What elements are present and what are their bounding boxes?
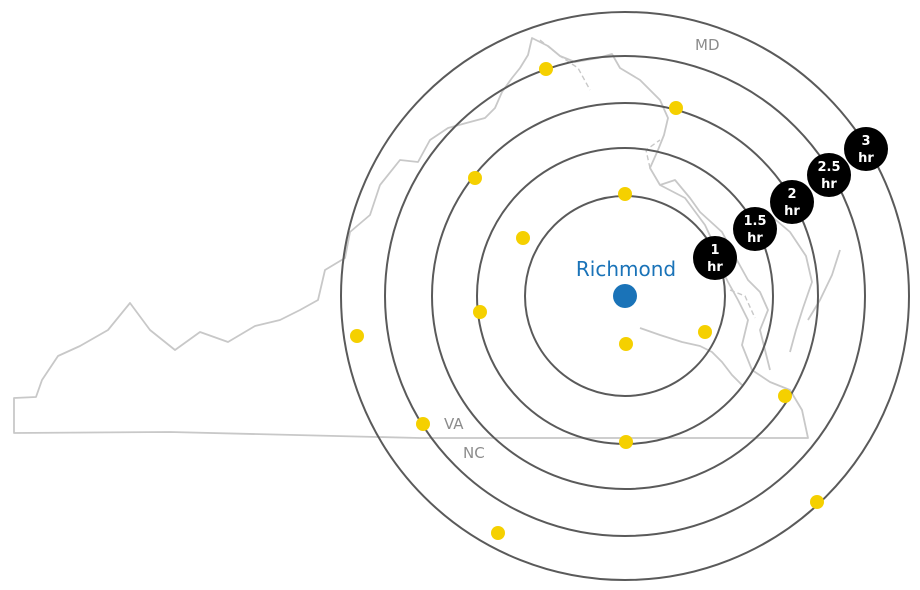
- badge-circle: [733, 207, 777, 251]
- badge-circle: [844, 127, 888, 171]
- location-point[interactable]: [778, 389, 792, 403]
- badge-label-line1: 2: [787, 187, 796, 202]
- drive-time-rings: [340, 11, 910, 581]
- location-points: [350, 62, 824, 540]
- location-point[interactable]: [416, 417, 430, 431]
- center-marker: Richmond: [576, 257, 676, 308]
- richmond-label: Richmond: [576, 257, 676, 281]
- virginia-outline: [13, 37, 809, 439]
- peninsula-line: [769, 214, 813, 353]
- badge-label-line2: hr: [858, 151, 874, 166]
- location-point[interactable]: [810, 495, 824, 509]
- location-point[interactable]: [669, 101, 683, 115]
- badge-2-5hr: 2.5 hr: [807, 153, 851, 197]
- badge-label-line2: hr: [747, 231, 763, 246]
- ring-2-5hr: [384, 55, 866, 537]
- badge-1hr: 1 hr: [693, 236, 737, 280]
- state-labels: MD VA NC: [444, 36, 720, 462]
- richmond-point[interactable]: [613, 284, 637, 308]
- badge-label-line1: 2.5: [817, 160, 840, 175]
- state-label-nc: NC: [463, 444, 485, 462]
- eastern-shore-line: [807, 249, 841, 321]
- location-point[interactable]: [468, 171, 482, 185]
- badge-label-line1: 3: [861, 134, 870, 149]
- badge-label-line1: 1.5: [743, 214, 766, 229]
- badge-label-line2: hr: [821, 177, 837, 192]
- location-point[interactable]: [516, 231, 530, 245]
- location-point[interactable]: [619, 435, 633, 449]
- state-label-va: VA: [444, 415, 464, 433]
- state-label-md: MD: [695, 36, 720, 54]
- ring-3hr: [340, 11, 910, 581]
- badge-circle: [770, 180, 814, 224]
- location-point[interactable]: [539, 62, 553, 76]
- coastal-line-inner: [639, 327, 743, 386]
- badge-1-5hr: 1.5 hr: [733, 207, 777, 251]
- location-point[interactable]: [618, 187, 632, 201]
- badge-label-line1: 1: [710, 243, 719, 258]
- ring-2hr: [431, 102, 819, 490]
- time-badges: 1 hr 1.5 hr 2 hr 2.5 hr 3 hr: [693, 127, 888, 280]
- badge-3hr: 3 hr: [844, 127, 888, 171]
- location-point[interactable]: [698, 325, 712, 339]
- badge-2hr: 2 hr: [770, 180, 814, 224]
- location-point[interactable]: [473, 305, 487, 319]
- badge-label-line2: hr: [707, 260, 723, 275]
- badge-label-line2: hr: [784, 204, 800, 219]
- location-point[interactable]: [350, 329, 364, 343]
- location-point[interactable]: [491, 526, 505, 540]
- badge-circle: [807, 153, 851, 197]
- coastal-line-upper: [659, 179, 771, 371]
- location-point[interactable]: [619, 337, 633, 351]
- badge-circle: [693, 236, 737, 280]
